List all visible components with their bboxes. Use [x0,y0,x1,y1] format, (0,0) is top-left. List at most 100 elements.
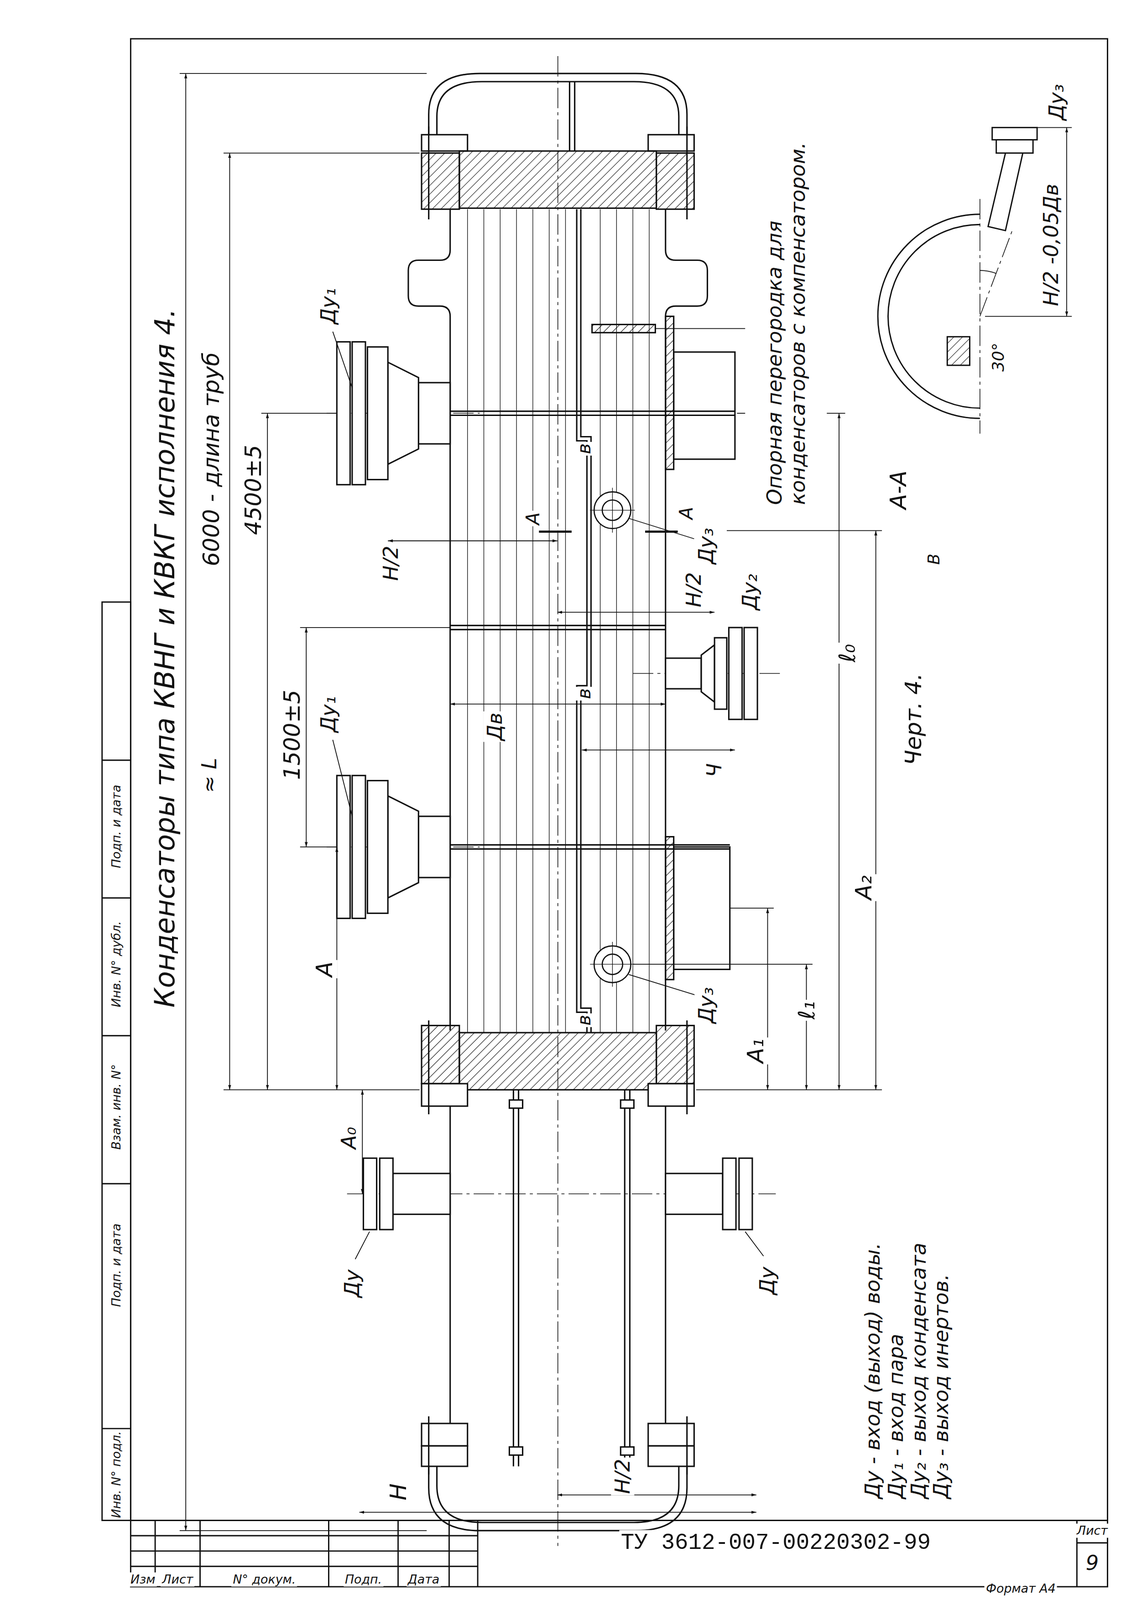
sheet-frame [448,1520,450,1587]
condenser-vessel [686,1020,688,1115]
condenser-vessel [665,1173,723,1215]
drawing-label: А [311,960,338,980]
drawing-label: Ду₂ - выход конденсата [906,1241,931,1501]
drawing-label: Изм [129,1573,157,1588]
section-a-a [979,270,997,274]
drawing-label: ℓ₁ [793,1000,820,1022]
drawing-label: Ду [755,1265,780,1297]
drawing-label: Ду - вход (выход) воды. [860,1241,885,1501]
drawing-label: Н/2 [682,571,706,610]
condenser-vessel [665,658,702,689]
drawing-label: Инв. N° подл. [109,1429,124,1520]
drawing-label: Н/2 [610,1458,635,1496]
condenser-vessel [512,1089,515,1467]
tube-bundle [565,209,566,1033]
drawing-label: Лист [1075,1523,1110,1538]
dimension-lines [632,964,813,965]
condenser-vessel [624,1089,626,1467]
condenser-vessel [352,341,366,485]
sheet-frame [130,1535,478,1538]
condenser-vessel [367,347,388,480]
condenser-vessel [363,1158,377,1231]
dimension-lines [450,703,666,705]
dimension-lines [581,749,735,751]
condenser-vessel [437,1466,679,1523]
drawing-label: ≈ L [197,756,221,795]
leader-lines [332,331,764,1260]
condenser-vessel [421,153,460,210]
drawing-label: А [522,510,544,527]
section-a-a [1037,127,1072,129]
section-a-a [888,224,980,409]
drawing-label: Ду₂ [738,572,762,612]
sheet-frame [102,1035,131,1037]
drawing-label: Подп. [343,1573,384,1588]
dimension-lines [179,73,882,1532]
drawing-label: Опорная перегородка для конденсаторов с … [762,115,810,507]
drawing-label: Ду₃ [694,985,719,1025]
tube-bundle [467,209,468,1033]
drawing-label: Ду₃ - выход инертов. [929,1272,953,1501]
condenser-vessel [673,847,730,970]
condenser-vessel [437,81,679,135]
drawing-label: в [573,1013,595,1028]
section-a-a [988,153,1023,231]
tube-bundle [648,209,650,1033]
condenser-vessel [665,837,674,980]
sheet-frame [102,1183,131,1185]
dimension-lines [359,1512,757,1514]
condenser-vessel [656,1025,695,1085]
drawing-label: В [924,552,944,567]
condenser-vessel [744,627,758,720]
condenser-vessel [664,1106,667,1424]
condenser-vessel [665,209,708,1032]
drawing-label: Инв. N° дубл. [109,920,124,1010]
condenser-vessel [428,73,688,135]
drawing-label: Ду₁ [317,286,341,326]
drawing-label: Черт. 4. [900,672,927,767]
dimension-lines [179,1530,427,1532]
leader-lines [628,974,695,996]
condenser-vessel [728,627,742,720]
tube-bundle [532,209,533,1033]
drawing-label: Ч [702,762,726,780]
dimension-lines [696,1089,882,1091]
center-lines [326,56,782,1547]
condenser-vessel [418,816,450,878]
condenser-vessel [336,73,758,1532]
condenser-vessel [576,209,587,1033]
section-a-a [947,336,970,366]
condenser-vessel [620,1100,634,1109]
inert-outlet-nozzles [612,487,613,533]
condenser-vessel [629,1089,631,1467]
leader-lines [355,1231,370,1260]
drawing-label: А₁ [742,1037,769,1065]
tube-bundle [548,209,550,1033]
tube-bundle [616,209,617,1033]
condenser-vessel [427,1416,430,1475]
dimension-lines [361,1089,363,1194]
dimension-lines [875,530,877,1090]
dimension-lines [806,964,808,1090]
tube-bundle [632,209,633,1033]
dimension-lines [179,72,427,74]
dimension-lines [261,412,338,414]
drawing-label: Ду₃ [694,526,719,566]
sheet-frame [102,897,131,899]
sheet-frame [130,38,1108,1588]
condenser-vessel [517,1089,520,1467]
condenser-vessel [592,324,656,333]
tube-bundle [483,209,485,1033]
inert-outlet-nozzles [538,530,572,533]
drawing-label: А₂ [850,874,877,902]
sheet-frame [102,38,1108,1588]
condenser-vessel [450,625,666,627]
section-a-a [877,214,980,419]
drawing-label: Ду₁ - вход пара [884,1332,908,1501]
drawing-label: Подп. и дата [109,783,124,871]
condenser-vessel [655,328,746,329]
condenser-vessel [509,1447,523,1456]
leader-lines [332,740,353,817]
